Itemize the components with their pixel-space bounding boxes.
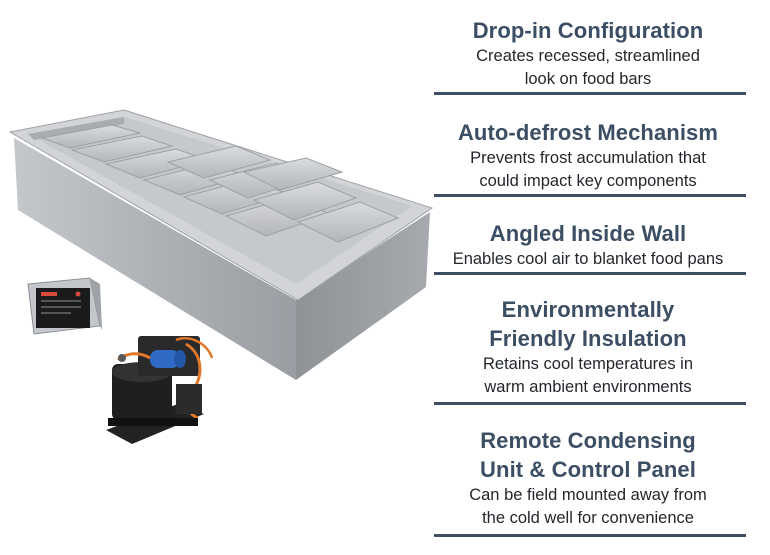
feature-title: Environmentally Friendly Insulation (489, 297, 687, 351)
product-illustration (8, 109, 434, 444)
feature-description: Can be field mounted away from the cold … (469, 486, 707, 527)
feature-title: Auto-defrost Mechanism (457, 120, 719, 145)
control-panel (27, 277, 102, 335)
feature-description: Enables cool air to blanket food pans (452, 250, 724, 268)
feature-remote-condensing-unit: Remote Condensing Unit & Control Panel C… (418, 426, 758, 530)
divider (434, 272, 746, 275)
food-pans (40, 124, 400, 243)
divider (434, 194, 746, 197)
condensing-unit (106, 336, 214, 444)
feature-title: Drop-in Configuration (472, 18, 704, 43)
feature-description: Prevents frost accumulation that could i… (470, 149, 706, 190)
divider (434, 534, 746, 537)
feature-description: Retains cool temperatures in warm ambien… (482, 355, 694, 396)
feature-description: Creates recessed, streamlined look on fo… (476, 47, 700, 88)
divider (434, 402, 746, 405)
feature-angled-inside-wall: Angled Inside Wall Enables cool air to b… (418, 219, 758, 271)
feature-environmentally-friendly-insulation: Environmentally Friendly Insulation Reta… (418, 295, 758, 399)
feature-drop-in-configuration: Drop-in Configuration Creates recessed, … (418, 16, 758, 91)
feature-title: Angled Inside Wall (489, 221, 687, 246)
feature-auto-defrost-mechanism: Auto-defrost Mechanism Prevents frost ac… (418, 118, 758, 193)
divider (434, 92, 746, 95)
feature-title: Remote Condensing Unit & Control Panel (480, 428, 696, 482)
